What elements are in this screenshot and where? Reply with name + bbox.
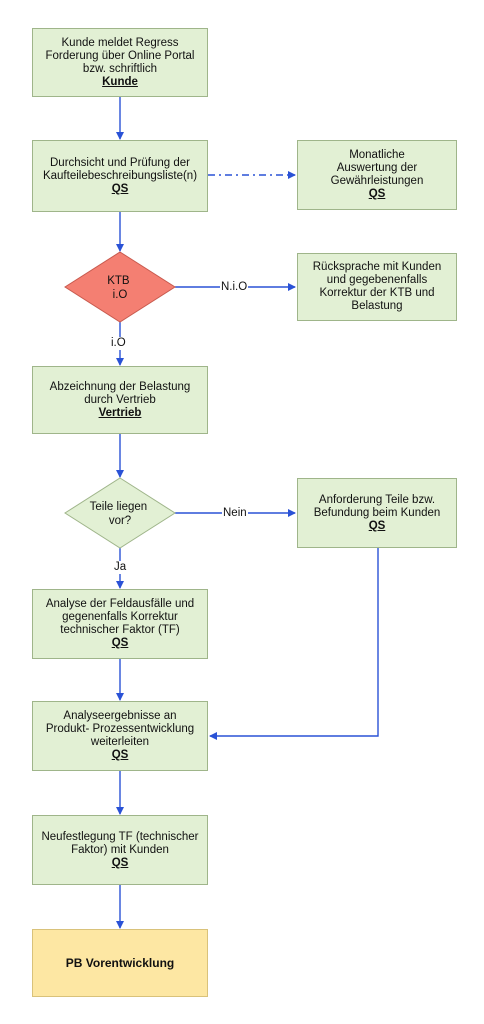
decision-teile — [64, 477, 176, 549]
step-analyse-feldausfaelle-line1: Analyse der Feldausfälle und — [45, 598, 195, 610]
step-pb-vorentwicklung-label: PB Vorentwicklung — [65, 955, 175, 970]
step-ruecksprache-kunden-line2: und gegebenenfalls — [326, 274, 428, 286]
step-durchsicht-pruefung-line1: Durchsicht und Prüfung der — [50, 156, 190, 169]
step-neufestlegung-tf-role: QS — [111, 856, 129, 869]
step-durchsicht-pruefung: Durchsicht und Prüfung der Kaufteilebesc… — [32, 140, 208, 212]
step-anforderung-teile-line2: Befundung beim Kunden — [313, 506, 441, 519]
step-neufestlegung-tf-line1: Neufestlegung TF (technischer — [41, 830, 199, 843]
step-analyseergebnisse-role: QS — [111, 749, 129, 761]
step-neufestlegung-tf: Neufestlegung TF (technischer Faktor) mi… — [32, 815, 208, 885]
step-ruecksprache-kunden-line1: Rücksprache mit Kunden — [312, 261, 442, 273]
step-ruecksprache-kunden: Rücksprache mit Kunden und gegebenenfall… — [297, 253, 457, 321]
step-abzeichnung-belastung-role: Vertrieb — [98, 406, 142, 419]
step-anforderung-teile-line1: Anforderung Teile bzw. — [318, 493, 436, 506]
step-analyseergebnisse-line3: weiterleiten — [90, 736, 150, 748]
step-abzeichnung-belastung-line1: Abzeichnung der Belastung — [49, 380, 191, 393]
step-analyse-feldausfaelle-role: QS — [111, 637, 129, 649]
svg-text:Teile liegen vor?: Teile liegen vor? — [90, 501, 151, 527]
decision-ktb — [64, 251, 176, 323]
step-analyse-feldausfaelle-line2: gegenenfalls Korrektur — [62, 611, 178, 623]
edge-label-io: i.O — [110, 337, 127, 350]
step-monatliche-auswertung: Monatliche Auswertung der Gewährleistung… — [297, 140, 457, 210]
step-kunde-meldet-regress-line1: Kunde meldet Regress — [61, 36, 179, 49]
step-neufestlegung-tf-line2: Faktor) mit Kunden — [71, 843, 169, 856]
decision-teile-line2: vor? — [109, 515, 131, 527]
step-monatliche-auswertung-line2: Auswertung der — [336, 162, 418, 174]
step-durchsicht-pruefung-role: QS — [111, 182, 129, 195]
step-kunde-meldet-regress: Kunde meldet Regress Forderung über Onli… — [32, 28, 208, 97]
step-anforderung-teile-role: QS — [368, 519, 386, 532]
step-monatliche-auswertung-line1: Monatliche — [349, 149, 405, 161]
step-analyse-feldausfaelle-line3: technischer Faktor (TF) — [60, 624, 180, 636]
step-ruecksprache-kunden-line3: Korrektur der KTB und — [319, 287, 435, 299]
arrow-n6-n8 — [209, 548, 379, 740]
step-abzeichnung-belastung: Abzeichnung der Belastung durch Vertrieb… — [32, 366, 208, 434]
svg-text:KTB i.O: KTB i.O — [107, 275, 133, 301]
step-kunde-meldet-regress-role: Kunde — [102, 75, 138, 88]
decision-teile-line1: Teile liegen — [90, 501, 148, 513]
step-anforderung-teile: Anforderung Teile bzw. Befundung beim Ku… — [297, 478, 457, 548]
edge-label-nein: Nein — [222, 507, 248, 520]
step-ruecksprache-kunden-line4: Belastung — [351, 300, 403, 312]
step-analyse-feldausfaelle: Analyse der Feldausfälle und gegenenfall… — [32, 589, 208, 659]
step-pb-vorentwicklung: PB Vorentwicklung — [32, 929, 208, 997]
step-kunde-meldet-regress-line3: bzw. schriftlich — [82, 62, 158, 75]
step-monatliche-auswertung-line3: Gewährleistungen — [330, 175, 424, 187]
step-monatliche-auswertung-role: QS — [368, 188, 386, 200]
edge-label-ja: Ja — [113, 561, 128, 574]
edge-label-nio: N.i.O — [220, 281, 249, 294]
step-analyseergebnisse-line1: Analyseergebnisse an — [63, 710, 177, 722]
step-abzeichnung-belastung-line2: durch Vertrieb — [84, 393, 156, 406]
step-durchsicht-pruefung-line2: Kaufteilebeschreibungsliste(n) — [42, 169, 198, 182]
step-analyseergebnisse: Analyseergebnisse an Produkt- Prozessent… — [32, 701, 208, 771]
step-analyseergebnisse-line2: Produkt- Prozessentwicklung — [45, 723, 195, 735]
decision-ktb-line1: KTB — [107, 275, 130, 287]
step-kunde-meldet-regress-line2: Forderung über Online Portal — [45, 49, 195, 62]
decision-ktb-line2: i.O — [113, 289, 128, 301]
